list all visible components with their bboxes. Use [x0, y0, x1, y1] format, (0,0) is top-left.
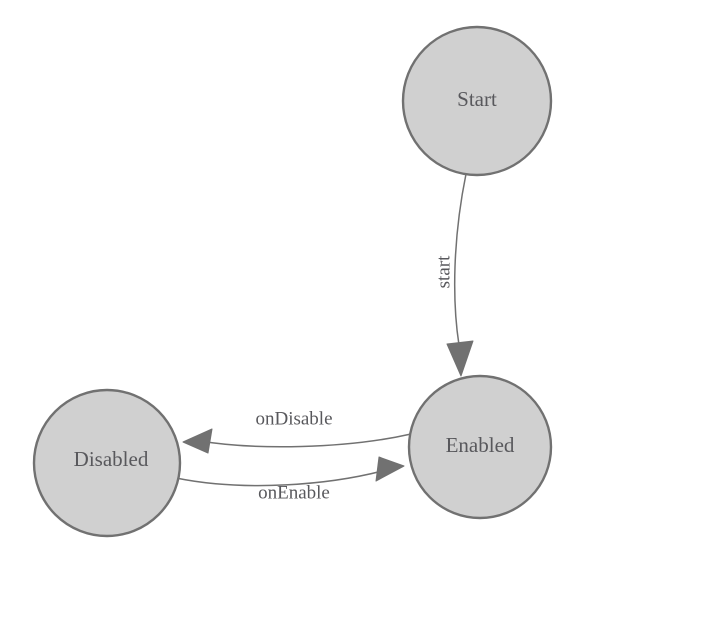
node-disabled-circle	[32, 388, 182, 538]
node-start[interactable]: Start	[401, 25, 553, 177]
edge-enabled-to-disabled-arrowhead	[182, 428, 213, 454]
node-enabled[interactable]: Enabled	[407, 374, 553, 520]
edge-start-to-enabled-arrowhead	[446, 340, 474, 377]
edge-enabled-to-disabled[interactable]: onDisable	[182, 408, 412, 454]
edge-label-start: start	[433, 255, 454, 288]
edge-start-to-enabled[interactable]: start	[433, 173, 474, 377]
node-start-label: Start	[457, 87, 497, 111]
node-start-circle	[401, 25, 553, 177]
edge-start-to-enabled-path	[453, 173, 467, 346]
node-disabled-label: Disabled	[74, 447, 149, 471]
edge-disabled-to-enabled-path	[175, 469, 387, 487]
edge-disabled-to-enabled[interactable]: onEnable	[175, 456, 405, 503]
edge-disabled-to-enabled-arrowhead	[375, 456, 405, 482]
node-enabled-circle	[407, 374, 553, 520]
edge-label-on-disable: onDisable	[255, 408, 332, 429]
edge-enabled-to-disabled-path	[199, 433, 412, 448]
edge-label-on-enable: onEnable	[258, 482, 330, 503]
node-disabled[interactable]: Disabled	[32, 388, 182, 538]
node-enabled-label: Enabled	[446, 433, 515, 457]
